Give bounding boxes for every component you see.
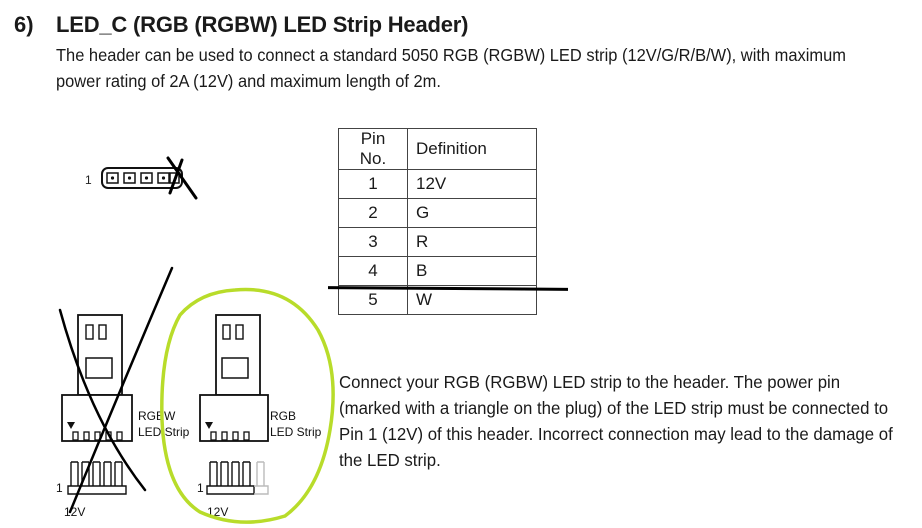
left-strip-label-1: RGBW: [138, 409, 176, 423]
header-pin1-label: 1: [85, 173, 92, 187]
pin-cell: 4: [338, 256, 408, 286]
connection-instructions: Connect your RGB (RGBW) LED strip to the…: [339, 372, 893, 470]
right-pin1-label: 1: [197, 481, 204, 495]
section-title: LED_C (RGB (RGBW) LED Strip Header): [56, 12, 469, 37]
definition-header: Definition: [407, 128, 537, 170]
rgb-strip-figure: 1 12V RGB LED Strip: [160, 287, 335, 524]
definition-cell: 12V: [407, 169, 537, 199]
pin-cell: 5: [338, 285, 408, 315]
left-voltage-label: 12V: [64, 505, 85, 519]
header-connector-icon: 1: [85, 156, 198, 200]
right-strip-label-2: LED Strip: [270, 425, 322, 439]
pin-no-header: Pin No.: [338, 128, 408, 170]
pin-cell: 1: [338, 169, 408, 199]
definition-cell: G: [407, 198, 537, 228]
left-pin1-label: 1: [56, 481, 63, 495]
definition-cell: R: [407, 227, 537, 257]
intro-paragraph: The header can be used to connect a stan…: [56, 45, 846, 91]
section-number: 6): [14, 12, 34, 37]
highlight-circle: [160, 287, 335, 524]
definition-cell: B: [407, 256, 537, 286]
rgbw-strip-figure: 1 12V RGBW LED Strip: [56, 266, 190, 519]
right-strip-label-1: RGB: [270, 409, 296, 423]
pin-cell: 3: [338, 227, 408, 257]
pin-cell: 2: [338, 198, 408, 228]
